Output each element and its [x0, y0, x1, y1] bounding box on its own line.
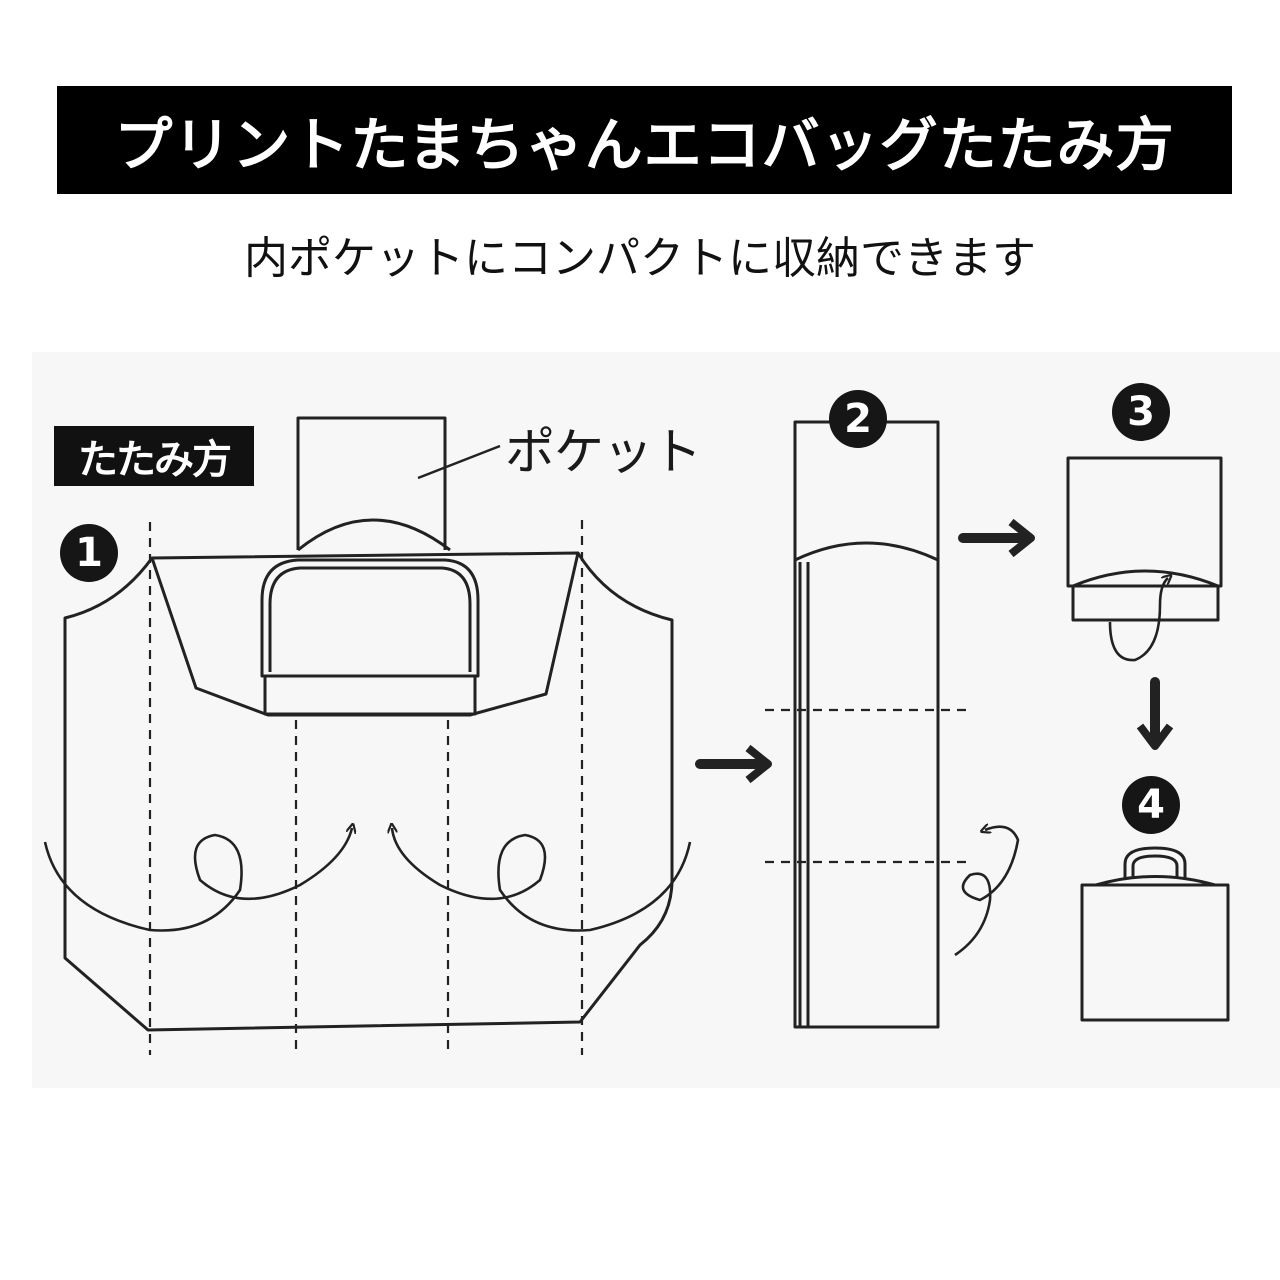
step4-handle	[1123, 846, 1187, 878]
fold-arrow-left	[43, 828, 352, 932]
step-3-badge: 3	[1112, 383, 1170, 441]
pocket-rect	[296, 416, 447, 550]
step3-pack	[1066, 456, 1223, 588]
handle-base	[263, 674, 477, 716]
step-4-badge: 4	[1122, 776, 1180, 834]
fold-arrow-step2	[954, 827, 1020, 957]
bag-outline	[63, 551, 674, 1032]
page-title: プリントたまちゃんエコバッグたたみ方	[57, 86, 1232, 194]
step-2-badge: 2	[829, 390, 887, 448]
fold-arrow-right	[392, 828, 692, 932]
pocket-label: ポケット	[505, 423, 702, 481]
fold-arrow-step3	[1108, 578, 1168, 662]
page-subtitle: 内ポケットにコンパクトに収納できます	[244, 233, 1036, 284]
folding-tag: たたみ方	[54, 426, 254, 486]
pocket-arc	[297, 518, 451, 552]
handle	[260, 558, 480, 678]
step4-pack	[1080, 883, 1230, 1022]
step-1-badge: 1	[60, 524, 118, 582]
